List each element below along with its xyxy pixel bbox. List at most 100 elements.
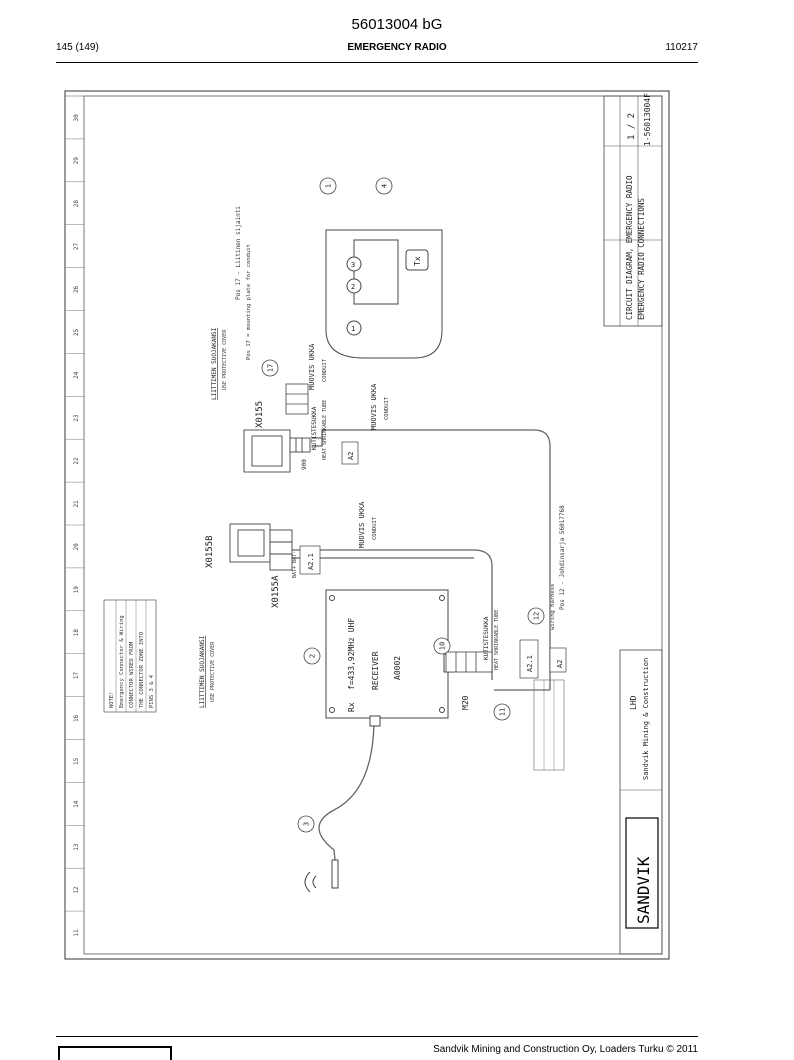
label-heatshrink-1: KUTISTESUKKA [311, 406, 318, 450]
callout-circle [433, 637, 451, 655]
title-block: CIRCUIT DIAGRAM, EMERGENCY RADIO EMERGEN… [603, 93, 663, 955]
grid-number: 16 [73, 714, 80, 722]
footer-rule [56, 1036, 698, 1037]
antenna [304, 859, 339, 893]
callout-number: 1 [325, 184, 333, 188]
grid-number: 30 [73, 114, 80, 122]
section-title: EMERGENCY RADIO [347, 42, 447, 53]
grid-number: 20 [73, 543, 80, 551]
grid-number: 24 [73, 371, 80, 379]
note-line: NOTE! [109, 691, 115, 708]
label-conduit-3: MUOVIS UKKA [358, 501, 366, 548]
cable-gland-m20 [445, 651, 493, 673]
label-pos17-note: Pos 17 - Liitinen sijainti [235, 206, 242, 300]
remote-button-2: 2 [351, 283, 355, 291]
label-connector-protection-2-en: USE PROTECTIVE COVER [210, 641, 216, 702]
callout-circle [319, 177, 337, 195]
page-number: 145 (149) [56, 42, 99, 53]
label-connector-protection: LIITTIMEN SUOJAKANSI [211, 327, 218, 400]
header-rule [56, 62, 698, 63]
circuit-diagram: 1112131415161718192021222324252627282930… [64, 90, 670, 960]
remote-button-tx: Tx [413, 256, 422, 266]
label-bat: BAT+ BAT- [292, 551, 298, 578]
label-a2-1-a: A2.1 [307, 553, 315, 570]
tag-a2-side: A2 [549, 647, 567, 673]
title-block-company: LHD [629, 695, 638, 710]
remote-transmitter [325, 229, 443, 359]
grid-number: 25 [73, 328, 80, 336]
receiver-line-freq: f=433,92MHz UHF [347, 618, 356, 690]
grid-number: 27 [73, 243, 80, 251]
connector-17 [285, 383, 309, 415]
title-block-company-sub: Sandvik Mining & Construction [642, 658, 650, 780]
label-heatshrink-2: KUTISTESUKKA [483, 616, 490, 660]
grid-number: 19 [73, 586, 80, 594]
revision-table [533, 679, 565, 771]
callout-number: 10 [439, 642, 447, 650]
grid-number: 13 [73, 843, 80, 851]
callout-circle [375, 177, 393, 195]
receiver-line-name: RECEIVER [371, 651, 380, 690]
label-x0155a: X0155A [271, 575, 281, 608]
remote-button-1: 1 [351, 325, 355, 333]
grid-number: 29 [73, 157, 80, 165]
connector-x0155b [229, 523, 293, 571]
callout-circle [303, 647, 321, 665]
tag-a2-1-top: A2.1 [299, 545, 321, 575]
label-pos-note: Pos 12 - Johdinsarja 56017768 [559, 505, 566, 610]
wiring [274, 429, 551, 871]
label-a2-top: A2 [347, 452, 355, 460]
label-connector-protection-2: LIITTIMEN SUOJAKANSI [199, 635, 206, 708]
grid-number: 15 [73, 757, 80, 765]
label-conduit-1: MUOVIS UKKA [308, 343, 316, 390]
grid-number: 17 [73, 672, 80, 680]
receiver-line-id: A0002 [393, 656, 402, 680]
label-pos17-note-en: Pos 17 = mounting plate for conduit [246, 244, 252, 360]
note-line: PINS 3 & 4 [149, 674, 155, 708]
grid-numbers: 11 12 13 14 15 16 17 18 19 20 21 22 23 24 25 26 27 28 29 30 [65, 114, 84, 937]
grid-number: 26 [73, 285, 80, 293]
grid-number: 23 [73, 414, 80, 422]
label-a2: A2 [556, 660, 564, 668]
callout-circle [493, 703, 511, 721]
callout-number: 3 [303, 822, 311, 826]
title-block-sheet: 1 / 2 [627, 113, 637, 140]
label-pos-note-en: wiring harness [550, 584, 556, 630]
label-x0155b: X0155B [205, 535, 215, 568]
callout-number: 12 [533, 612, 541, 620]
sandvik-logo: SANDVIK [634, 856, 653, 924]
grid-number: 11 [73, 929, 80, 937]
grid-number: 18 [73, 629, 80, 637]
remote-button-3: 3 [351, 261, 355, 269]
grid-number: 14 [73, 800, 80, 808]
label-m20: M20 [461, 695, 470, 710]
receiver-box [325, 589, 455, 727]
callout-number: 2 [309, 654, 317, 658]
grid-number: 28 [73, 200, 80, 208]
label-connector-protection-en: USE PROTECTIVE COVER [222, 329, 228, 390]
label-heatshrink-2-en: HEAT SHRINKABLE TUBE [494, 610, 500, 670]
note-line: Emergency Connector & Wiring [119, 615, 125, 708]
notes-box: NOTE! Emergency Connector & Wiring CONNE… [103, 599, 157, 713]
label-conduit-2: MUOVIS UKKA [370, 383, 378, 430]
label-a2-1-b: A2.1 [526, 655, 534, 672]
drawing-frame [64, 90, 670, 960]
document-id: 56013004 bG [351, 16, 443, 33]
label-x0155: X0155 [255, 401, 265, 428]
callout-number: 11 [499, 708, 507, 716]
label-conduit-2-en: CONDUIT [384, 396, 390, 420]
callout-circle [527, 607, 545, 625]
document-date: 110217 [665, 42, 698, 53]
callout-number: 4 [381, 184, 389, 188]
label-conduit-3-en: CONDUIT [372, 516, 378, 540]
connector-x0155 [243, 429, 311, 473]
grid-number: 12 [73, 886, 80, 894]
title-block-number: 1-56013004F [643, 93, 652, 146]
title-block-title-1: CIRCUIT DIAGRAM, EMERGENCY RADIO [625, 175, 634, 320]
grid-number: 21 [73, 500, 80, 508]
callout-circle [297, 815, 315, 833]
tag-a2-1-side: A2.1 [519, 639, 539, 679]
grid-number: 22 [73, 457, 80, 465]
receiver-line-rx: Rx [347, 702, 356, 712]
